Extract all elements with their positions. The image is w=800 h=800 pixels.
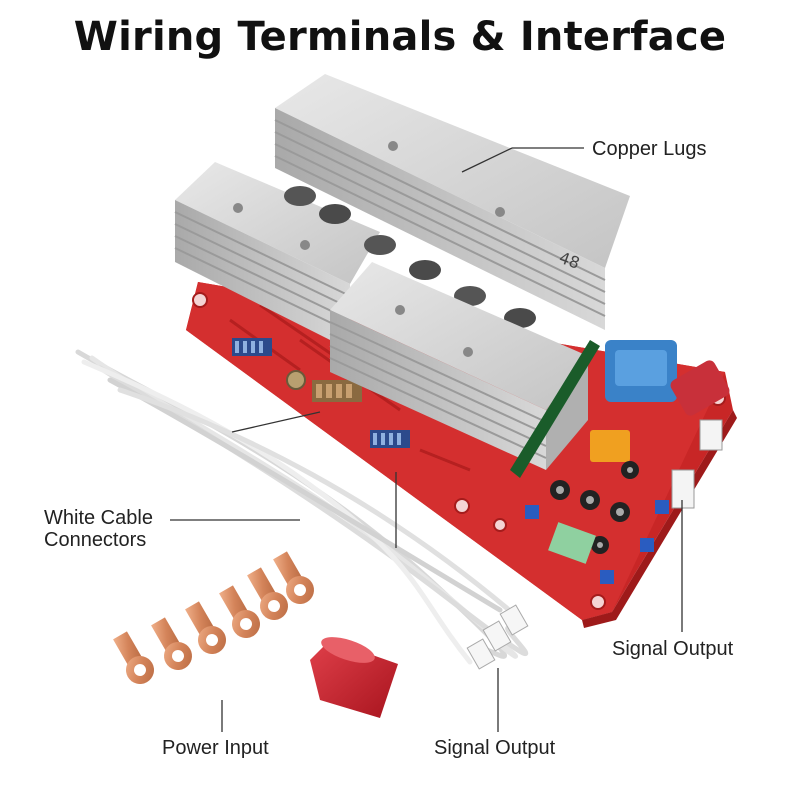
- heatsink-back: 48: [274, 74, 630, 330]
- relay: [590, 430, 630, 462]
- leader-copper-lugs: [461, 147, 513, 173]
- label-white-cable-line2: Connectors: [44, 529, 147, 551]
- page-title: Wiring Terminals & Interface: [73, 14, 727, 60]
- red-sleeve: [310, 637, 398, 718]
- label-signal-output-right: Signal Output: [612, 638, 734, 660]
- heatsink-left: [174, 162, 380, 350]
- label-signal-output-bottom: Signal Output: [434, 737, 556, 759]
- leader-lines: [170, 147, 683, 732]
- copper-ring-lugs: [113, 551, 314, 684]
- power-capacitors: [284, 186, 536, 328]
- cable-connector-heads: [466, 604, 529, 670]
- resistor-arrays: [232, 338, 410, 448]
- label-copper-lugs: Copper Lugs: [592, 138, 707, 160]
- label-white-cable-line1: White Cable: [44, 507, 153, 529]
- control-section: [510, 340, 730, 584]
- label-power-input: Power Input: [162, 737, 269, 759]
- heatsink-front: [329, 262, 588, 470]
- white-cables: [75, 349, 529, 665]
